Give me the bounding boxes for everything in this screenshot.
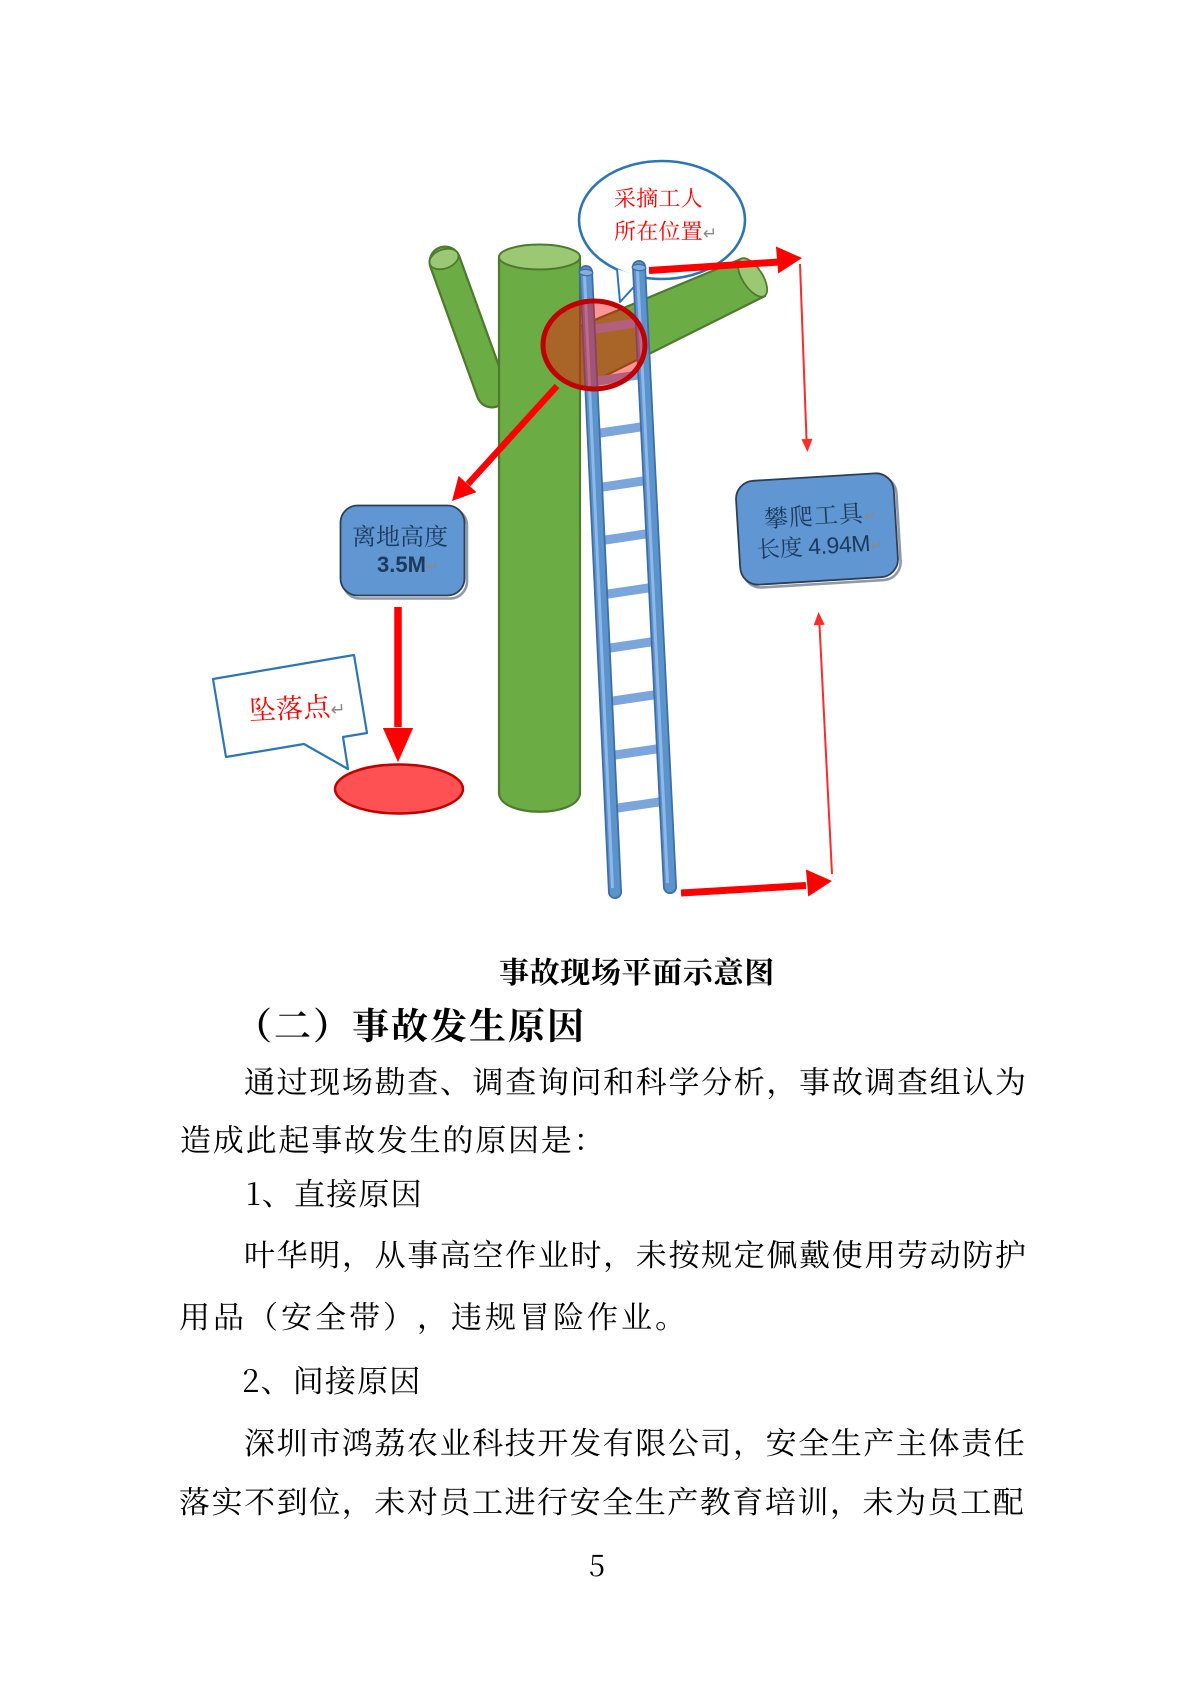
ladder-rung <box>595 475 651 493</box>
body-line: 通过现场勘查、调查询问和科学分析，事故调查组认为 <box>244 1057 1028 1102</box>
tree-trunk-top <box>498 243 581 271</box>
body-line: 用品（安全带），违规冒险作业。 <box>179 1292 689 1337</box>
height-box-shape <box>339 504 466 597</box>
page-number: 5 <box>588 1544 606 1585</box>
worker-bubble-label-line2: 所在位置↵ <box>614 214 717 251</box>
tree-branch-right-cap <box>736 257 769 298</box>
arrow-diagonal-head <box>452 475 477 501</box>
label-text: 攀爬工具 <box>762 493 865 535</box>
return-mark-icon: ↵ <box>330 698 347 721</box>
return-mark-icon: ↵ <box>869 536 883 555</box>
worker-position-circle-fill <box>543 301 645 389</box>
ladder-rung <box>597 528 653 546</box>
dimension-line-upper-head <box>801 438 813 452</box>
ladder-rung <box>610 796 667 814</box>
ladder-rung <box>600 582 656 600</box>
ladder-rail-right-highlight <box>636 270 669 884</box>
section-heading: （二）事故发生原因 <box>235 996 586 1050</box>
worker-position-circle-ring <box>540 298 648 392</box>
label-text: 坠落点 <box>247 684 332 728</box>
tree-branch-left-cap <box>428 247 460 271</box>
worker-bubble-label-line1: 采摘工人 <box>614 182 703 213</box>
body-line: 2、间接原因 <box>242 1356 422 1401</box>
body-line: 1、直接原因 <box>246 1169 423 1214</box>
ladder-rail-left-fill <box>580 266 621 898</box>
arrow-top-shaft <box>648 258 780 274</box>
ladder-rail-left-highlight <box>583 275 614 889</box>
body-line: 造成此起事故发生的原因是： <box>180 1115 607 1160</box>
arrow-vertical-head2 <box>383 728 413 762</box>
dimension-line-upper <box>799 263 808 440</box>
worker-position-circle <box>540 298 648 392</box>
height-box-label-line2: 3.5M↵ <box>377 552 439 580</box>
figure-caption: 事故现场平面示意图 <box>499 948 775 992</box>
label-text: 3.5M <box>377 552 426 577</box>
ladder-rung <box>588 317 643 335</box>
dimension-line-lower-head <box>813 612 825 626</box>
dimension-line-lower <box>818 624 833 875</box>
worker-bubble-ellipse <box>577 159 747 281</box>
body-line: 叶华明，从事高空作业时，未按规定佩戴使用劳动防护 <box>244 1230 1028 1275</box>
return-mark-icon: ↵ <box>863 506 879 526</box>
arrow-top-head <box>776 246 802 274</box>
tree-trunk <box>497 256 582 813</box>
fall-callout-shape <box>211 653 369 771</box>
label-text: 长度 4.94M <box>756 529 871 563</box>
ladder-rail-right-fill <box>633 261 676 893</box>
body-line: 落实不到位，未对员工进行安全生产教育培训，未为员工配 <box>179 1477 1026 1522</box>
tree-branch-left-fill <box>430 247 507 407</box>
ladder-rung <box>607 743 664 761</box>
height-box-label-line1: 离地高度 <box>352 517 448 552</box>
ladder-rung <box>590 369 646 387</box>
arrow-bottom-shaft <box>680 882 807 897</box>
ladder <box>578 260 677 899</box>
tool-box-shape <box>735 472 902 589</box>
ladder-rung <box>605 689 661 707</box>
ladder-rung <box>592 421 648 439</box>
return-mark-icon: ↵ <box>425 558 439 576</box>
fall-point-ellipse <box>333 763 465 815</box>
label-text: 所在位置 <box>614 215 703 246</box>
arrow-bottom-head <box>806 869 832 897</box>
fall-callout-label: 坠落点↵ <box>248 685 347 730</box>
ladder-rail-left-cap <box>578 268 594 277</box>
ladder-rail-right-cap <box>631 263 647 272</box>
tree <box>428 243 769 813</box>
ladder-rung <box>602 636 659 654</box>
arrows <box>383 246 833 897</box>
tool-box-rect <box>735 472 899 586</box>
arrow-diagonal-shaft <box>465 383 560 487</box>
body-line: 深圳市鸿荔农业科技开发有限公司，安全生产主体责任 <box>244 1418 1027 1463</box>
return-mark-icon: ↵ <box>702 224 718 244</box>
